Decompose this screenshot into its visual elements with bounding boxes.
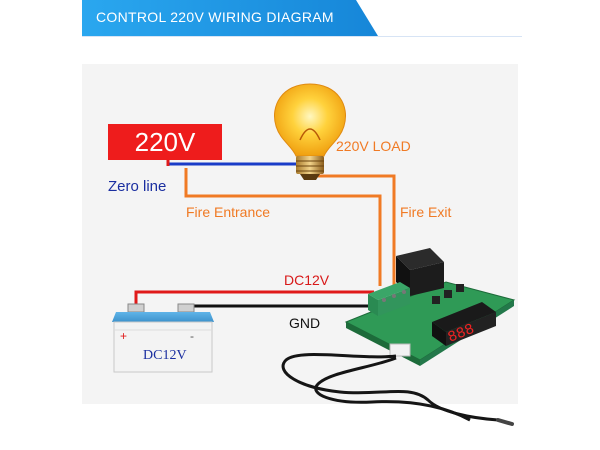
fire-entrance-wire (184, 168, 382, 286)
banner-background (82, 0, 378, 36)
zero-line-wire (166, 160, 296, 166)
dc12v-wire-label: DC12V (284, 272, 330, 288)
battery-minus-sign: - (190, 329, 194, 343)
battery-plus-sign: + (120, 329, 127, 343)
header-banner: CONTROL 220V WIRING DIAGRAM (82, 0, 378, 36)
load-label: 220V LOAD (336, 138, 411, 154)
battery-label: DC12V (143, 348, 187, 363)
supply-220v-label: 220V (108, 124, 222, 160)
thermostat-board-icon: 888 (344, 248, 516, 366)
light-bulb-icon (274, 83, 346, 180)
fire-exit-label: Fire Exit (400, 204, 452, 220)
fire-entrance-label: Fire Entrance (186, 204, 271, 220)
fire-exit-wire (318, 174, 396, 286)
header-divider (82, 36, 522, 37)
gnd-wire (184, 304, 378, 312)
gnd-wire-label: GND (289, 315, 321, 331)
battery-icon (112, 303, 214, 373)
page-title: CONTROL 220V WIRING DIAGRAM (96, 9, 334, 25)
temperature-probe-icon (281, 353, 514, 426)
zero-line-label: Zero line (108, 178, 167, 195)
